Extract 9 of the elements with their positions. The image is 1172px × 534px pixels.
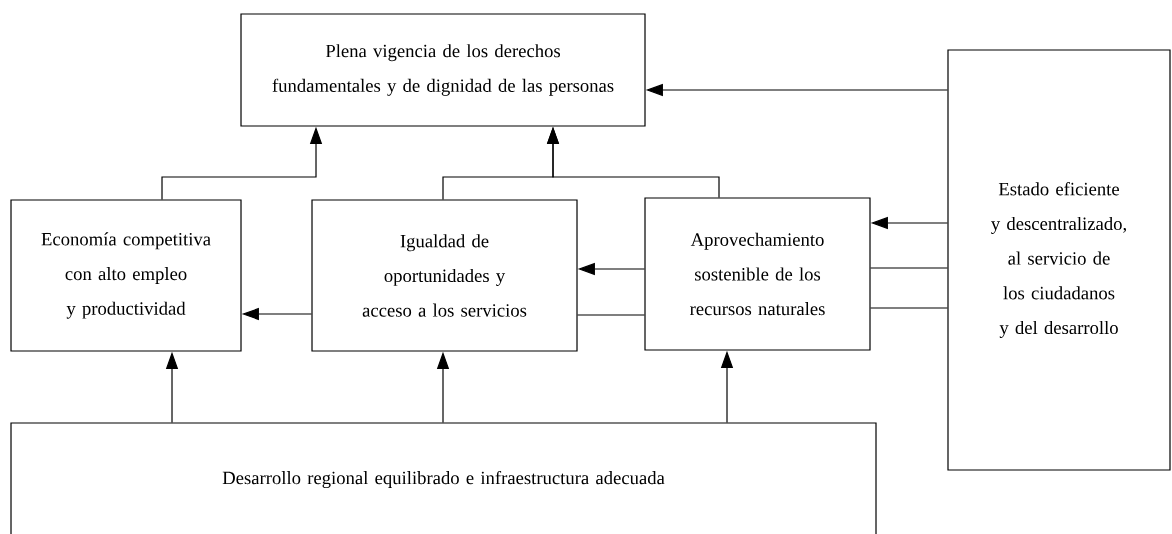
- process-box: Plena vigencia de los derechos fundamentales y de dignidad de las personas: [240, 13, 646, 127]
- connector-line: [870, 307, 948, 309]
- process-box: Desarrollo regional equilibrado e infraestructura adecuada: [10, 422, 877, 534]
- process-box: Igualdad de oportunidades y acceso a los servicios: [311, 199, 578, 352]
- connector-line: [870, 267, 948, 269]
- process-box: Economía competitiva con alto empleo y productividad: [10, 199, 242, 352]
- process-box: Estado eficiente y descentralizado, al servicio de los ciudadanos y del desarrollo: [947, 49, 1171, 471]
- connector-line: [577, 314, 645, 316]
- process-box: Aprovechamiento sostenible de los recursos naturales: [644, 197, 871, 351]
